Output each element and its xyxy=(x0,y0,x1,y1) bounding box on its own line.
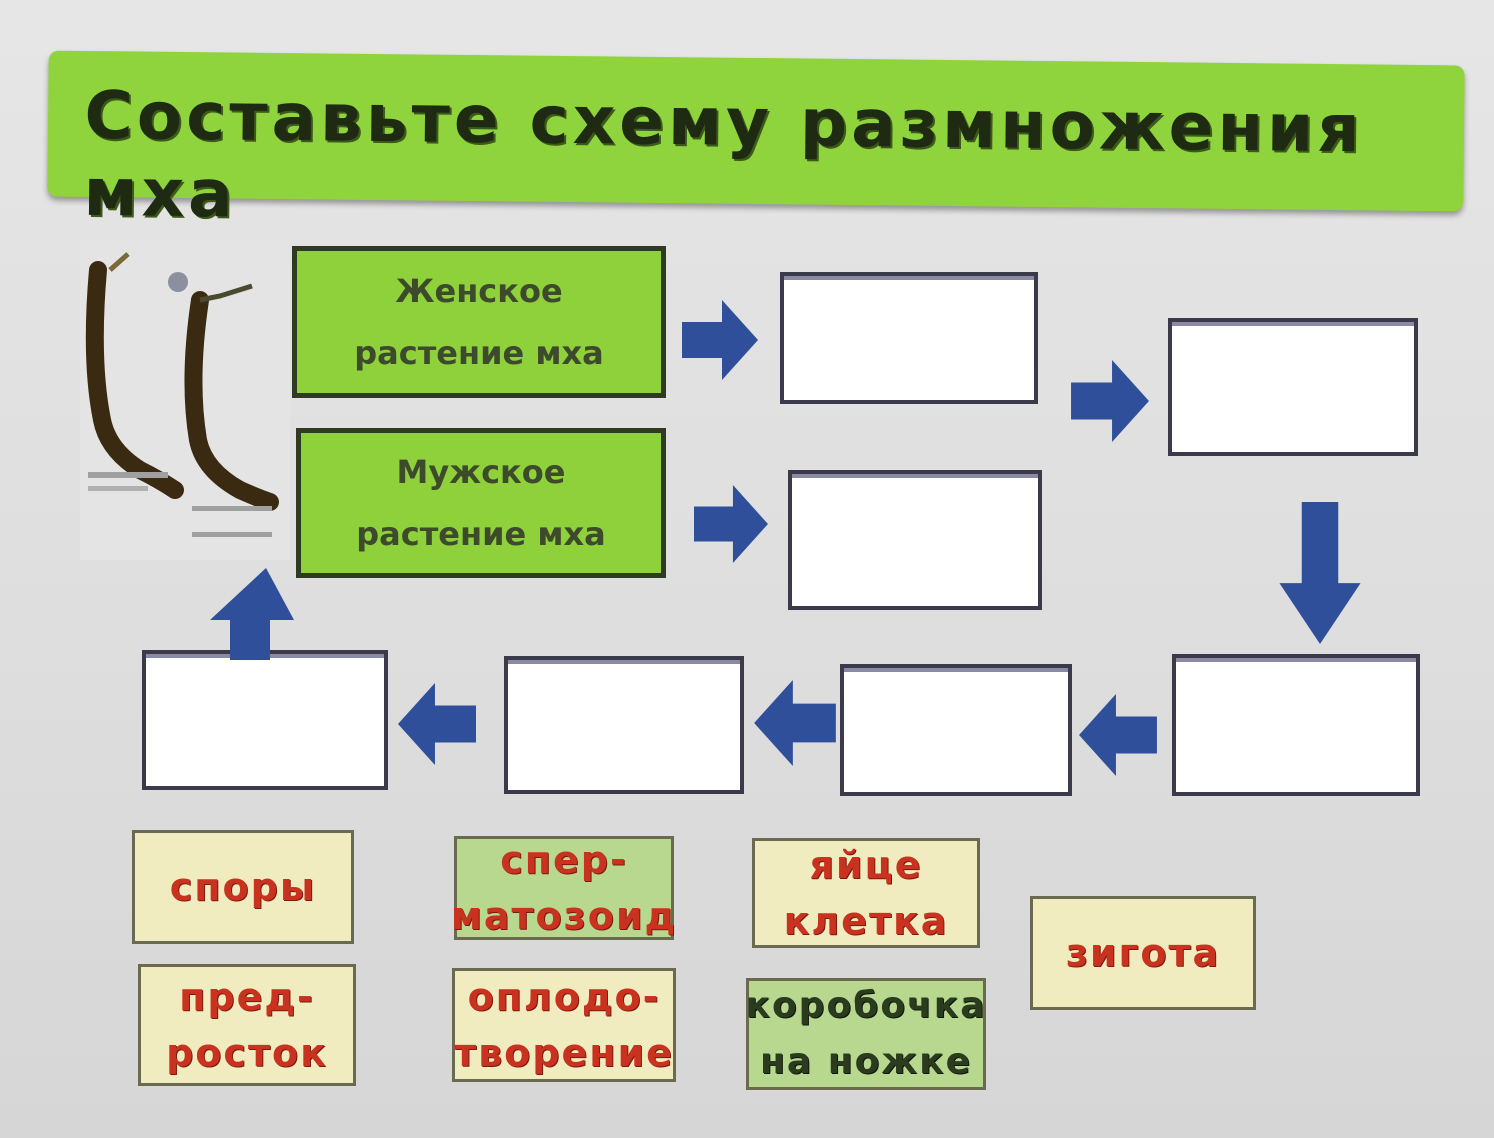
arrow-left-icon xyxy=(1076,694,1160,776)
card-text-line1: пред- xyxy=(179,975,315,1019)
arrow-left-icon xyxy=(752,680,838,766)
card-text-line2: на ножке xyxy=(760,1041,972,1082)
answer-card-sperm[interactable]: спер- матозоид xyxy=(451,836,675,940)
answer-slot-1[interactable] xyxy=(780,272,1038,404)
moss-plants-icon xyxy=(80,240,290,560)
card-text-line2: клетка xyxy=(783,899,949,943)
card-text-line1: оплодо- xyxy=(467,975,661,1019)
answer-card-capsule-on-stalk[interactable]: коробочка на ножке xyxy=(746,978,986,1090)
card-text-line1: коробочка xyxy=(745,985,987,1026)
page-title: Составьте схему размножения мха xyxy=(83,76,1365,233)
card-text-line1: яйце xyxy=(809,843,923,887)
answer-card-zygote[interactable]: зигота xyxy=(1030,896,1256,1010)
answer-card-protonema[interactable]: пред- росток xyxy=(138,964,356,1086)
answer-slot-4[interactable] xyxy=(1172,654,1420,796)
answer-card-fertilization[interactable]: оплодо- творение xyxy=(452,968,676,1082)
arrow-down-icon xyxy=(1274,502,1366,644)
female-plant-label-line2: растение мха xyxy=(354,334,604,372)
answer-card-egg-cell[interactable]: яйце клетка xyxy=(752,838,980,948)
answer-slot-5[interactable] xyxy=(840,664,1072,796)
arrow-right-icon xyxy=(694,484,768,564)
card-text: споры xyxy=(169,865,317,909)
arrow-up-icon xyxy=(210,568,294,660)
card-text: зигота xyxy=(1065,931,1221,975)
answer-slot-3[interactable] xyxy=(788,470,1042,610)
female-plant-label-line1: Женское xyxy=(395,272,563,310)
male-plant-label-line2: растение мха xyxy=(356,515,606,553)
answer-card-spores[interactable]: споры xyxy=(132,830,354,944)
female-plant-box: Женское растение мха xyxy=(292,246,666,398)
arrow-right-icon xyxy=(1066,360,1154,442)
card-text-line2: росток xyxy=(166,1031,328,1075)
male-plant-label-line1: Мужское xyxy=(396,453,566,491)
card-text-line1: спер- xyxy=(500,838,628,882)
card-text-line2: матозоид xyxy=(450,894,678,938)
male-plant-box: Мужское растение мха xyxy=(296,428,666,578)
card-text-line2: творение xyxy=(454,1031,674,1075)
answer-slot-2[interactable] xyxy=(1168,318,1418,456)
arrow-left-icon xyxy=(398,682,476,766)
moss-plants-illustration xyxy=(80,240,290,560)
answer-slot-6[interactable] xyxy=(504,656,744,794)
arrow-right-icon xyxy=(682,300,758,380)
answer-slot-7[interactable] xyxy=(142,650,388,790)
